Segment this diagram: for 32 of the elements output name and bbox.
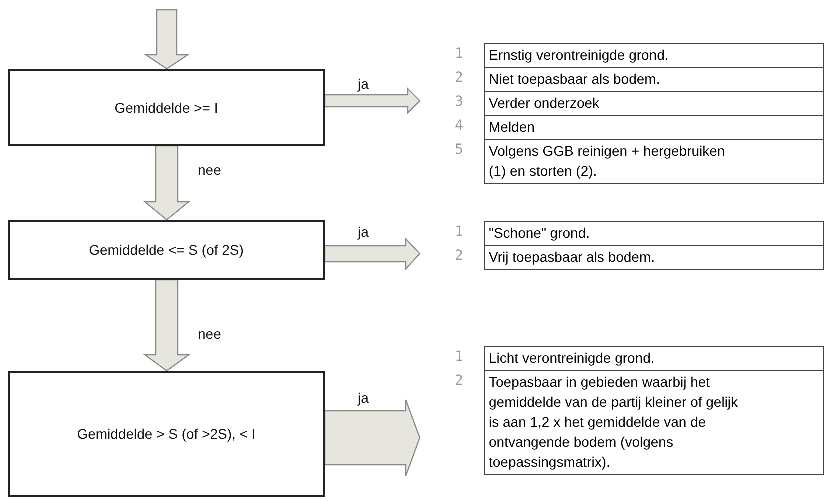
block-arrow (324, 237, 421, 271)
row-number: 4 (455, 117, 464, 135)
edge-label: nee (198, 162, 222, 178)
edge-label: ja (358, 224, 369, 240)
row-number: 2 (455, 372, 464, 390)
decision-box: Gemiddelde > S (of >2S), < I (8, 371, 325, 497)
row-text: Ernstig verontreinigde grond. (489, 46, 670, 65)
edge-label: ja (358, 390, 369, 406)
block-arrow (143, 145, 191, 221)
row-text: Vrij toepasbaar als bodem. (489, 248, 656, 267)
row-text: Verder onderzoek (489, 94, 601, 113)
row-text: Licht verontreinigde grond. (489, 349, 656, 368)
row-number: 5 (455, 141, 464, 159)
row-number: 3 (455, 93, 464, 111)
edge-label: nee (198, 326, 222, 342)
row-number: 2 (455, 69, 464, 87)
row-text: Melden (489, 118, 536, 137)
row-text: Volgens GGB reinigen + hergebruiken (1) en storten (2). (489, 142, 726, 181)
decision-box: Gemiddelde <= S (of 2S) (8, 220, 325, 280)
row-number: 2 (455, 247, 464, 265)
block-arrow (143, 279, 191, 372)
decision-box: Gemiddelde >= I (8, 69, 325, 146)
row-number: 1 (455, 45, 464, 63)
block-arrow (144, 9, 190, 70)
row-text: "Schone" grond. (489, 224, 592, 243)
row-number: 1 (455, 223, 464, 241)
row-text: Toepasbaar in gebieden waarbij het gemiddelde van de partij kleiner of gelijk is aan 1,2 x het gemiddelde van de ontvangende bodem (volgens toepassingsmatrix). (489, 373, 740, 472)
block-arrow (324, 88, 421, 114)
edge-label: ja (358, 76, 369, 92)
row-text: Niet toepasbaar als bodem. (489, 70, 662, 89)
row-number: 1 (455, 348, 464, 366)
block-arrow (324, 399, 421, 477)
